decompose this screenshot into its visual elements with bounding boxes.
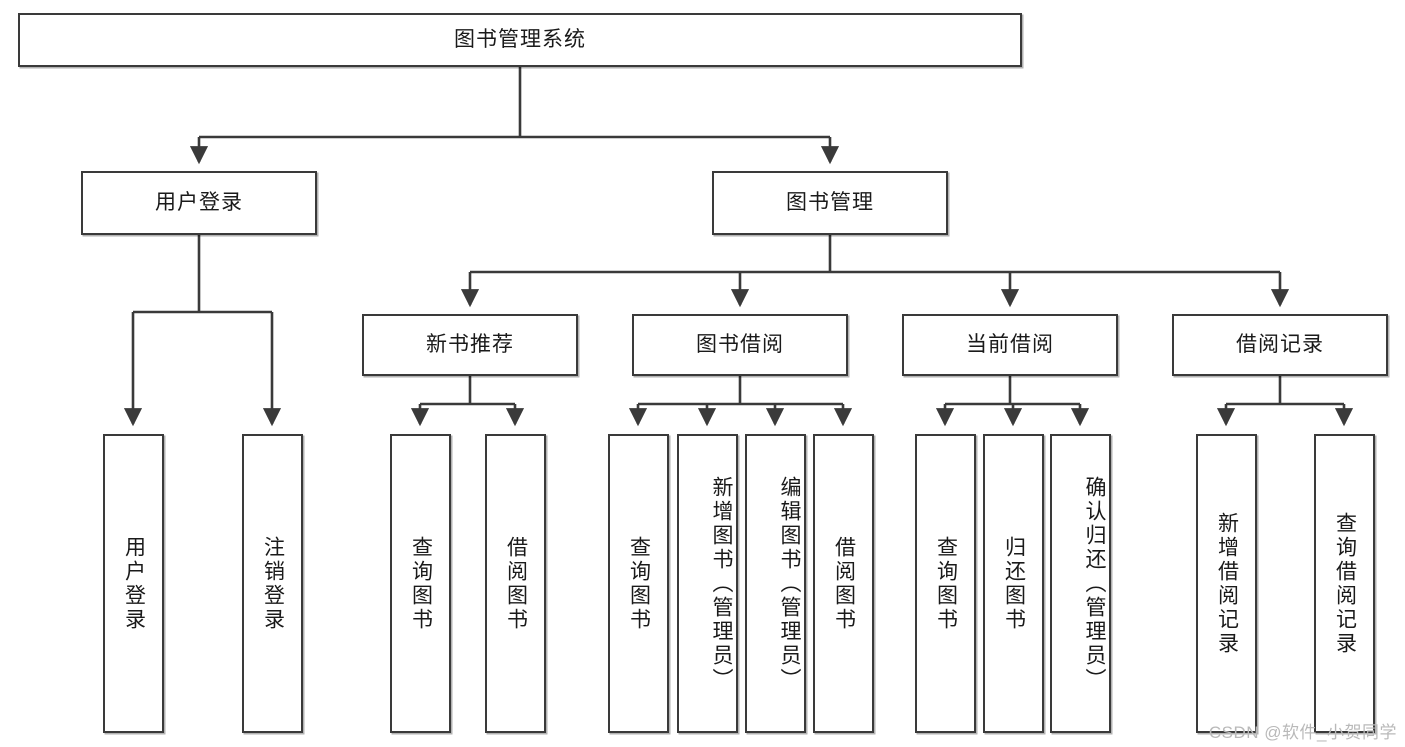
leaf-bb-query-book[interactable]: 查询图书	[608, 434, 669, 733]
leaf-br-add-record-label: 新增借阅记录	[1215, 511, 1239, 656]
leaf-user-login[interactable]: 用户登录	[103, 434, 164, 733]
leaf-nb-query-book-label: 查询图书	[409, 535, 433, 632]
leaf-user-login-label: 用户登录	[122, 535, 146, 632]
node-user-login-label: 用户登录	[155, 191, 243, 215]
leaf-nb-query-book[interactable]: 查询图书	[390, 434, 451, 733]
node-current-borrow-label: 当前借阅	[966, 333, 1054, 357]
leaf-logout-label: 注销登录	[261, 535, 285, 632]
leaf-cb-confirm-return[interactable]: 确认归还（管理员）	[1050, 434, 1111, 733]
leaf-cb-return-book-label: 归还图书	[1002, 535, 1026, 632]
node-book-borrow[interactable]: 图书借阅	[632, 314, 848, 376]
leaf-bb-add-book-label: 新增图书（管理员）	[710, 475, 733, 692]
leaf-cb-query-book-label: 查询图书	[934, 535, 958, 632]
node-new-book-recommend-label: 新书推荐	[426, 333, 514, 357]
node-new-book-recommend[interactable]: 新书推荐	[362, 314, 578, 376]
leaf-bb-edit-book[interactable]: 编辑图书（管理员）	[745, 434, 806, 733]
leaf-cb-query-book[interactable]: 查询图书	[915, 434, 976, 733]
node-root[interactable]: 图书管理系统	[18, 13, 1022, 67]
leaf-bb-borrow-book-label: 借阅图书	[832, 535, 856, 632]
leaf-nb-borrow-book[interactable]: 借阅图书	[485, 434, 546, 733]
leaf-bb-borrow-book[interactable]: 借阅图书	[813, 434, 874, 733]
leaf-cb-confirm-return-label: 确认归还（管理员）	[1083, 475, 1106, 692]
leaf-logout[interactable]: 注销登录	[242, 434, 303, 733]
node-borrow-record-label: 借阅记录	[1236, 333, 1324, 357]
node-user-login[interactable]: 用户登录	[81, 171, 317, 235]
node-borrow-record[interactable]: 借阅记录	[1172, 314, 1388, 376]
node-root-label: 图书管理系统	[454, 28, 586, 52]
leaf-cb-return-book[interactable]: 归还图书	[983, 434, 1044, 733]
leaf-bb-query-book-label: 查询图书	[627, 535, 651, 632]
leaf-br-add-record[interactable]: 新增借阅记录	[1196, 434, 1257, 733]
node-book-manage-label: 图书管理	[786, 191, 874, 215]
node-current-borrow[interactable]: 当前借阅	[902, 314, 1118, 376]
node-book-borrow-label: 图书借阅	[696, 333, 784, 357]
leaf-nb-borrow-book-label: 借阅图书	[504, 535, 528, 632]
node-book-manage[interactable]: 图书管理	[712, 171, 948, 235]
watermark: CSDN @软件_小贺同学	[1208, 723, 1397, 742]
leaf-bb-edit-book-label: 编辑图书（管理员）	[778, 475, 801, 692]
leaf-br-query-record-label: 查询借阅记录	[1333, 511, 1357, 656]
leaf-br-query-record[interactable]: 查询借阅记录	[1314, 434, 1375, 733]
leaf-bb-add-book[interactable]: 新增图书（管理员）	[677, 434, 738, 733]
